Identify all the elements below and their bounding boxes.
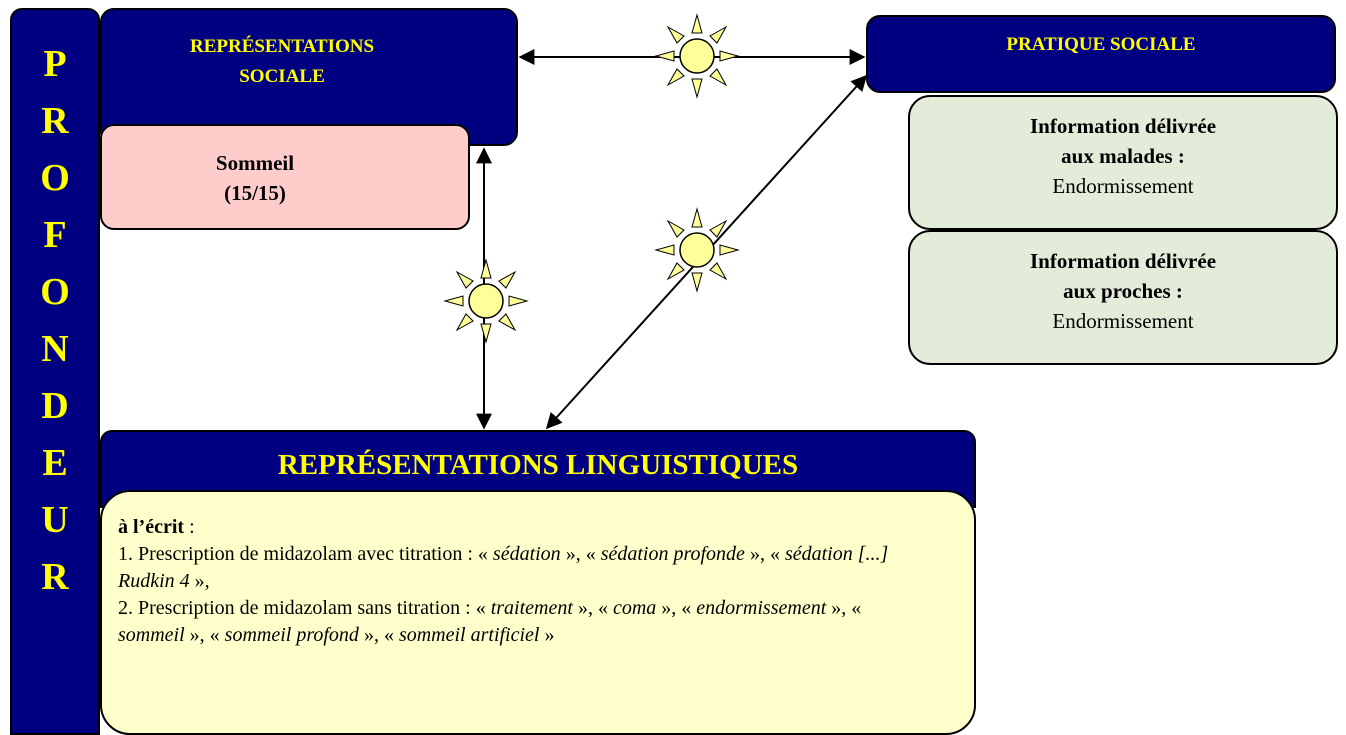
item-text: 2. Prescription de midazolam sans titrat…	[118, 597, 491, 619]
sommeil-count: (15/15)	[224, 181, 286, 205]
representations-sociale-title: REPRÉSENTATIONS SOCIALE	[142, 32, 422, 92]
item-2: 2. Prescription de midazolam sans titrat…	[118, 595, 898, 649]
profondeur-letter: D	[41, 385, 69, 427]
sep: »	[539, 624, 555, 646]
sun-icon	[655, 208, 739, 292]
representations-sociale-header: REPRÉSENTATIONS SOCIALE	[100, 8, 518, 146]
pratique-sociale-title: PRATIQUE SOCIALE	[1006, 34, 1196, 55]
term: coma	[612, 597, 657, 619]
linguistiques-text: à l’écrit : 1. Prescription de midazolam…	[118, 514, 898, 649]
profondeur-letter: R	[41, 556, 69, 598]
term: sommeil	[118, 624, 185, 646]
term: endormissement	[696, 597, 827, 619]
sep: », «	[184, 624, 225, 646]
sep: », «	[358, 624, 399, 646]
sommeil-label: Sommeil	[215, 151, 295, 175]
term: traitement	[490, 597, 573, 619]
sun-icon	[444, 259, 528, 343]
info-value: Endormissement	[1052, 309, 1194, 333]
sun-icon	[655, 14, 739, 98]
info-heading: aux malades :	[1061, 144, 1185, 168]
profondeur-letter: P	[43, 43, 67, 85]
title-line: SOCIALE	[239, 66, 325, 87]
info-proches-box: Information délivrée aux proches : Endor…	[908, 230, 1338, 365]
profondeur-letter: N	[41, 328, 69, 370]
profondeur-letter: F	[43, 214, 67, 256]
profondeur-letter: U	[41, 499, 69, 541]
item-text: 1. Prescription de midazolam avec titrat…	[118, 543, 493, 565]
profondeur-letter: O	[40, 271, 70, 313]
item-1: 1. Prescription de midazolam avec titrat…	[118, 541, 898, 595]
term: sommeil artificiel	[398, 624, 540, 646]
title-line: REPRÉSENTATIONS	[189, 36, 375, 57]
term: sédation	[492, 543, 561, 565]
ecrit-label: à l’écrit	[118, 516, 185, 538]
profondeur-letter: O	[40, 157, 70, 199]
info-heading: Information délivrée	[1029, 249, 1217, 273]
sep: », «	[572, 597, 613, 619]
profondeur-letter: R	[41, 100, 69, 142]
ecrit-colon: :	[184, 516, 195, 538]
info-heading: Information délivrée	[1029, 114, 1217, 138]
term: sédation [...] Rudkin 4	[118, 543, 889, 592]
info-malades-box: Information délivrée aux malades : Endor…	[908, 95, 1338, 230]
term: sédation profonde	[600, 543, 745, 565]
sommeil-box: Sommeil (15/15)	[100, 124, 470, 230]
sep: », «	[560, 543, 601, 565]
sep: », «	[826, 597, 862, 619]
linguistiques-box: à l’écrit : 1. Prescription de midazolam…	[100, 490, 976, 735]
profondeur-letters: P R O F O N D E U R	[12, 36, 98, 606]
sep: »,	[189, 570, 210, 592]
info-heading: aux proches :	[1063, 279, 1183, 303]
sep: », «	[744, 543, 785, 565]
pratique-sociale-header: PRATIQUE SOCIALE	[866, 15, 1336, 93]
info-value: Endormissement	[1052, 174, 1194, 198]
sep: », «	[656, 597, 697, 619]
term: sommeil profond	[224, 624, 359, 646]
profondeur-bar: P R O F O N D E U R	[10, 8, 100, 735]
representations-linguistiques-title: REPRÉSENTATIONS LINGUISTIQUES	[277, 449, 799, 481]
profondeur-letter: E	[42, 442, 68, 484]
